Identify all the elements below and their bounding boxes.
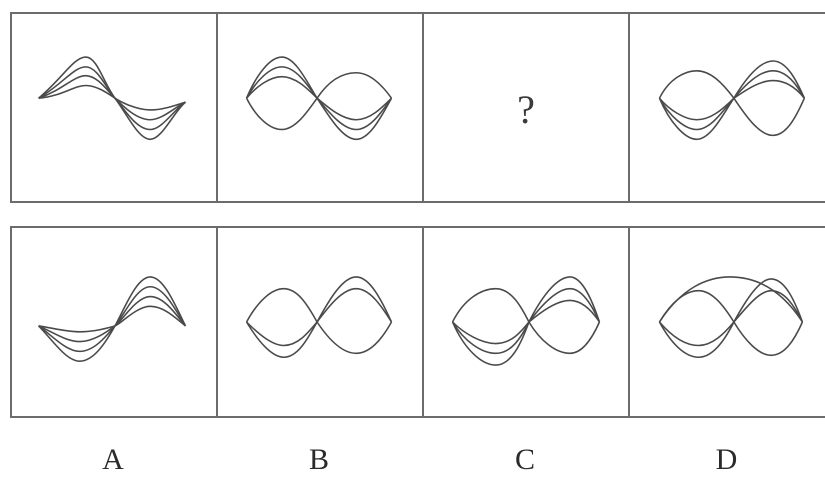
option-cell-b[interactable]	[218, 228, 424, 416]
option-row	[10, 226, 825, 418]
question-figure-1	[38, 56, 186, 141]
label-d[interactable]: D	[715, 443, 738, 476]
option-cell-a[interactable]	[12, 228, 218, 416]
option-cell-d[interactable]	[630, 228, 825, 416]
option-figure-c	[451, 276, 601, 366]
label-b[interactable]: B	[308, 443, 329, 476]
option-figure-a	[38, 276, 187, 362]
question-cell-unknown[interactable]: ?	[424, 14, 630, 201]
question-cell-2[interactable]	[218, 14, 424, 201]
question-mark: ?	[517, 87, 535, 132]
question-cell-4[interactable]	[630, 14, 825, 201]
label-c[interactable]: C	[514, 443, 535, 476]
option-labels: A B C D	[10, 440, 825, 480]
question-figure-4	[658, 60, 806, 141]
option-figure-d	[658, 276, 804, 359]
question-figure-2	[245, 56, 393, 141]
question-row: ?	[10, 12, 825, 203]
label-a[interactable]: A	[102, 443, 124, 476]
question-cell-1[interactable]	[12, 14, 218, 201]
option-figure-b	[245, 276, 393, 359]
option-cell-c[interactable]	[424, 228, 630, 416]
